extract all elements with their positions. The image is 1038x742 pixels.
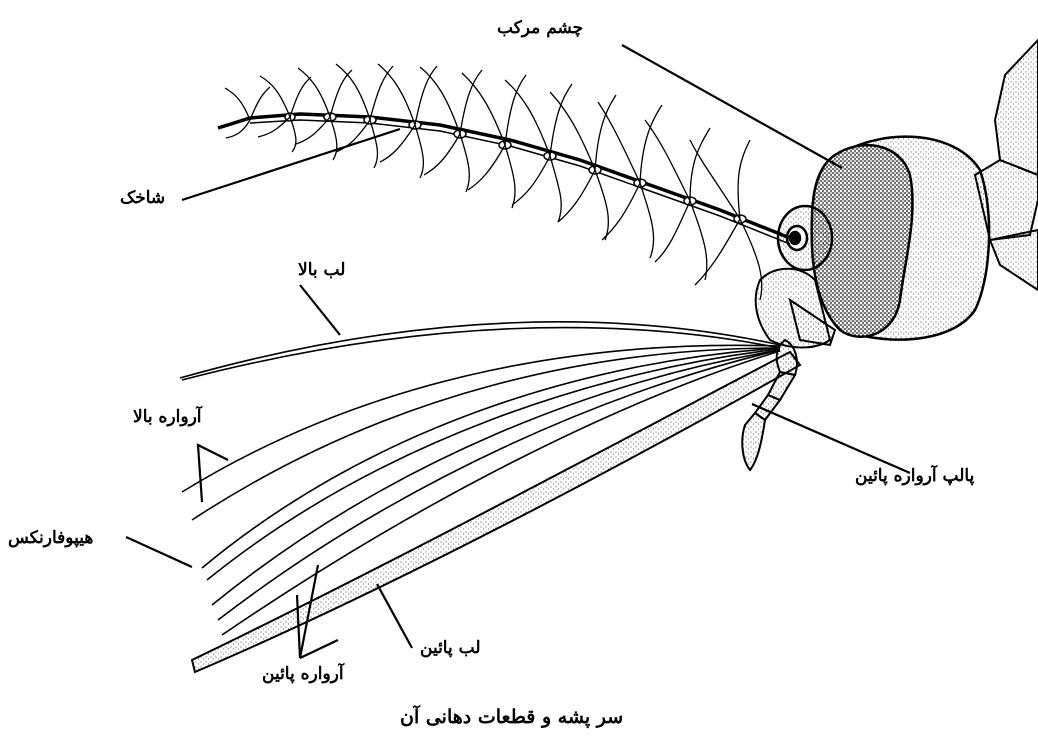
label-labium: لب پائین xyxy=(420,640,481,657)
label-hypopharynx: هیپوفارنکس xyxy=(8,530,93,547)
leader-compound-eye xyxy=(622,45,842,168)
label-maxillary-palp: پالپ آرواره پائین xyxy=(855,468,974,485)
label-labrum: لب بالا xyxy=(298,262,345,279)
leader-hypopharynx xyxy=(126,537,192,567)
label-antenna: شاخک xyxy=(120,190,165,207)
leader-labrum xyxy=(300,285,340,335)
leader-antenna xyxy=(182,129,400,200)
maxillary-palp xyxy=(742,340,797,470)
leader-maxillary-palp xyxy=(752,404,910,473)
label-mandible: آرواره بالا xyxy=(133,409,202,426)
label-maxilla: آرواره پائین xyxy=(262,666,344,683)
mouthparts xyxy=(180,322,800,672)
labium-sheath xyxy=(192,352,800,672)
figure-caption: سر پشه و قطعات دهانی آن xyxy=(400,708,623,727)
leader-labium xyxy=(377,584,412,648)
label-compound-eye: چشم مرکب xyxy=(497,20,583,37)
